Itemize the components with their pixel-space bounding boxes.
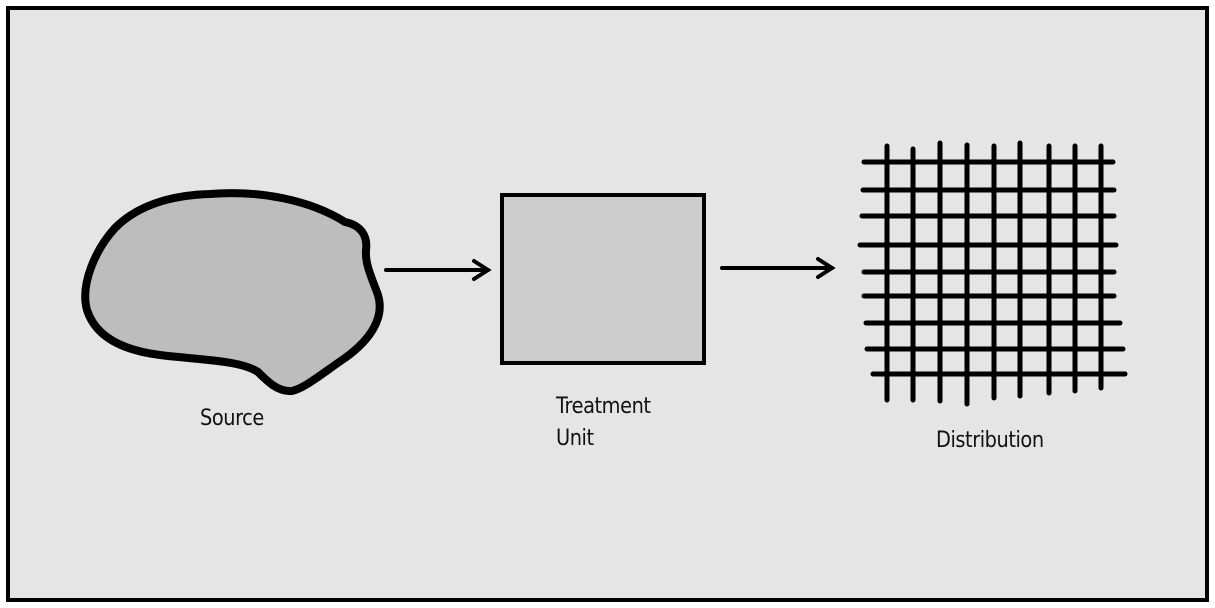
treatment-label-line1: Treatment [556,394,651,419]
treatment-label-line2: Unit [556,426,594,451]
arrow-source-to-treatment [384,259,492,281]
source-label: Source [200,406,264,431]
distribution-label: Distribution [936,428,1044,453]
arrow-treatment-to-distribution [720,257,836,279]
treatment-unit-box [500,193,706,365]
source-shape [81,189,384,396]
distribution-grid [857,140,1128,407]
